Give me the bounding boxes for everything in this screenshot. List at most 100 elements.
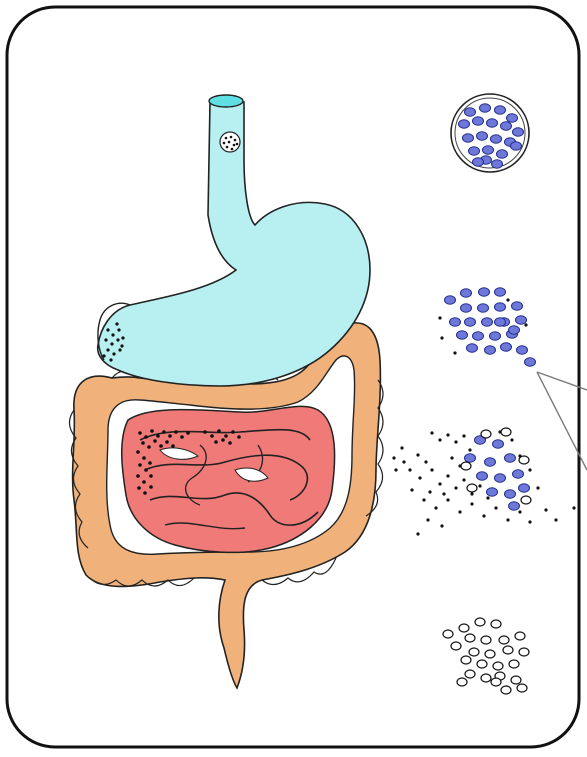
dot-particle: [486, 496, 489, 499]
blue-particle: [461, 289, 472, 297]
blue-particle: [497, 150, 508, 158]
blue-particle: [495, 474, 506, 482]
blue-particle: [473, 332, 484, 340]
dot-particle: [462, 434, 465, 437]
dot-particle: [394, 468, 397, 471]
blue-particle: [505, 490, 516, 498]
dot-particle: [544, 508, 547, 511]
open-particle: [491, 620, 501, 628]
blue-particle: [491, 135, 502, 143]
dot-particle: [440, 524, 443, 527]
blue-particle: [493, 440, 504, 448]
open-particle: [457, 678, 467, 686]
open-particle: [515, 632, 525, 640]
blue-particle: [501, 343, 512, 351]
blue-particle: [469, 147, 480, 155]
dot-particle: [494, 506, 497, 509]
dot-particle: [416, 453, 419, 456]
blue-particle: [465, 318, 476, 326]
dot-particle: [478, 484, 481, 487]
dot-particle: [392, 456, 395, 459]
blue-particle: [509, 502, 520, 510]
blue-particle: [477, 472, 488, 480]
dot-particle: [554, 518, 557, 521]
blue-particle: [517, 346, 528, 354]
dot-particle: [440, 336, 443, 339]
blue-particle: [525, 358, 536, 366]
open-particle: [461, 656, 471, 664]
open-particle: [465, 670, 475, 678]
dot-particle: [536, 486, 539, 489]
blue-particle: [482, 318, 493, 326]
esophagus-opening: [209, 95, 243, 107]
open-particle: [511, 676, 521, 684]
dot-particle: [470, 502, 473, 505]
blue-particle: [495, 106, 506, 114]
blue-particle: [461, 304, 472, 312]
open-particle: [469, 648, 479, 656]
dot-particle: [528, 468, 531, 471]
blue-particle: [505, 454, 516, 462]
dot-particle: [470, 492, 473, 495]
open-particle: [451, 642, 461, 650]
blue-particle: [511, 142, 522, 150]
blue-particle: [487, 119, 498, 127]
blue-particle: [465, 108, 476, 116]
dot-particle: [468, 448, 471, 451]
dot-particle: [418, 476, 421, 479]
dot-particle: [400, 446, 403, 449]
blue-particle: [473, 117, 484, 125]
blue-particle: [485, 458, 496, 466]
open-particle: [491, 678, 501, 686]
open-particle: [485, 650, 495, 658]
blue-particle: [492, 160, 503, 168]
open-particle: [509, 660, 519, 668]
blue-particle: [519, 484, 530, 492]
blue-particle: [457, 331, 468, 339]
dot-particle: [458, 510, 461, 513]
dot-particle: [446, 474, 449, 477]
dot-particle: [438, 316, 441, 319]
open-particle: [481, 636, 491, 644]
open-particle: [461, 462, 471, 470]
open-particle: [499, 636, 509, 644]
blue-particle: [490, 332, 501, 340]
dot-particle: [430, 431, 433, 434]
dot-particle: [510, 438, 513, 441]
open-particle: [503, 646, 513, 654]
dot-particle: [426, 518, 429, 521]
dot-particle: [424, 460, 427, 463]
blue-particle: [487, 488, 498, 496]
blue-particle: [477, 132, 488, 140]
dot-particle: [430, 468, 433, 471]
dot-particle: [442, 492, 445, 495]
blue-particle: [495, 303, 506, 311]
blue-particle: [473, 158, 484, 166]
open-particle: [501, 686, 511, 694]
open-particle: [465, 634, 475, 642]
open-particle: [481, 430, 491, 438]
particle-capsule: [451, 94, 529, 172]
dot-particle: [402, 460, 405, 463]
open-particle: [519, 456, 529, 464]
dot-particle: [408, 468, 411, 471]
blue-particle: [509, 326, 520, 334]
blue-particle: [467, 344, 478, 352]
dot-particle: [422, 498, 425, 501]
dot-particle: [454, 486, 457, 489]
blue-particle: [480, 104, 491, 112]
open-particle: [519, 648, 529, 656]
blue-particle: [483, 146, 494, 154]
dot-particle: [454, 440, 457, 443]
blue-particle: [463, 134, 474, 142]
dot-particle: [528, 520, 531, 523]
dot-particle: [482, 514, 485, 517]
blue-particle: [450, 318, 461, 326]
open-particle: [493, 662, 503, 670]
dot-particle: [434, 506, 437, 509]
blue-particle: [478, 304, 489, 312]
blue-particle: [479, 288, 490, 296]
open-particle: [467, 484, 477, 492]
dot-particle: [462, 478, 465, 481]
